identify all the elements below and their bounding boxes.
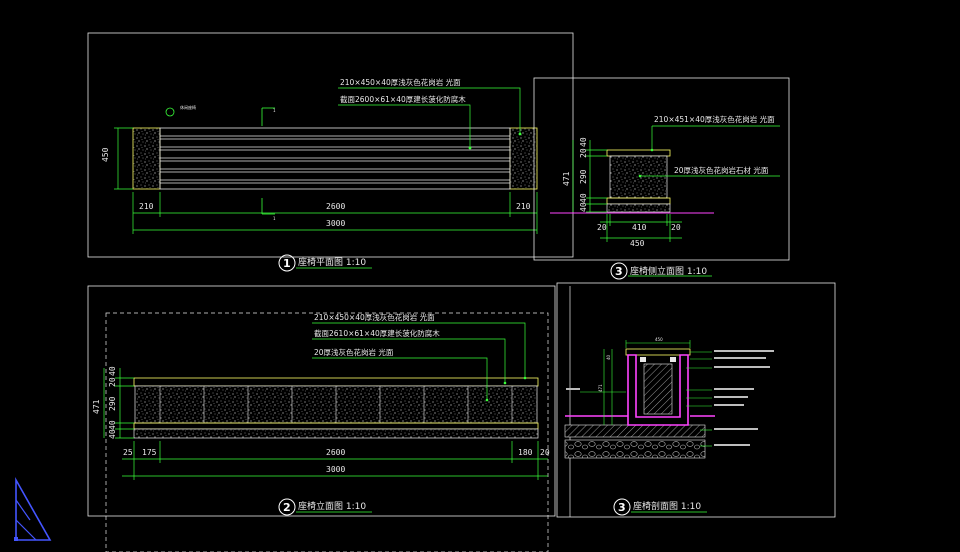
plan-leader-dot-1 xyxy=(518,132,522,136)
side-leaders xyxy=(640,125,780,177)
elev-dim-mid: 2600 xyxy=(326,448,345,457)
elev-joints xyxy=(159,386,513,423)
section-dimension-lines xyxy=(603,340,691,425)
plan-title-number: 1 xyxy=(283,257,291,270)
section-dim-side1: 40 xyxy=(606,354,611,360)
side-view: 210×451×40厚浅灰色花岗岩 光面 20厚浅灰色花岗岩石材 光面 40 2… xyxy=(533,77,790,280)
side-dimension-lines xyxy=(572,140,682,242)
section-dim-side2: 471 xyxy=(598,384,603,392)
elev-dim-d: 40 xyxy=(108,429,117,439)
plan-note-2: 截面2600×61×40厚建长菠化防腐木 xyxy=(340,94,466,104)
elev-dim-c: 40 xyxy=(108,420,117,430)
section-slat-1 xyxy=(640,357,646,362)
elev-dim-top: 40 xyxy=(108,366,117,376)
elev-title: 座椅立面图 1:10 xyxy=(298,500,366,512)
side-dim-d: 40 xyxy=(579,202,588,212)
elev-dimension-lines xyxy=(103,368,548,480)
section-title: 座椅剖面图 1:10 xyxy=(633,500,701,512)
elev-leader-dot-2 xyxy=(503,381,507,385)
side-top-cap xyxy=(606,149,671,157)
plan-leader-dot-2 xyxy=(468,146,472,150)
plan-seat xyxy=(159,127,511,190)
plan-symbol-label: 休闲座椅 xyxy=(180,104,196,110)
section-gravel-bed xyxy=(564,439,706,459)
elev-dim-sum: 3000 xyxy=(326,465,345,474)
plan-dimension-lines xyxy=(114,127,538,234)
side-body xyxy=(609,155,668,199)
plan-title-number-circle xyxy=(278,254,296,272)
section-dim-top: 450 xyxy=(655,337,663,342)
elev-dim-b: 290 xyxy=(108,396,117,411)
side-leader-dot-2 xyxy=(638,174,642,178)
elev-leader-dot-1 xyxy=(523,376,527,380)
section-note-marks xyxy=(566,350,774,446)
side-frame xyxy=(533,77,790,261)
elevation-view: 210×450×40厚浅灰色花岗岩 光面 截面2610×61×40厚建长菠化防腐… xyxy=(87,285,556,552)
plan-section-markers xyxy=(165,107,275,215)
section-top-slab xyxy=(625,348,691,356)
side-title-number: 3 xyxy=(615,265,623,278)
section-title-number: 3 xyxy=(618,501,626,514)
side-title: 座椅侧立面图 1:10 xyxy=(630,265,707,277)
elev-dashed-border xyxy=(105,312,549,552)
side-dim-top: 40 xyxy=(579,137,588,147)
section-view: 450 40 471 3 座椅剖面图 1:10 xyxy=(556,282,836,518)
elev-note-2: 截面2610×61×40厚建长菠化防腐木 xyxy=(314,328,440,338)
plan-marker-bottom: 1 xyxy=(273,216,276,221)
plan-dim-depth: 450 xyxy=(101,147,110,162)
elev-top-slab xyxy=(133,377,539,387)
plan-dim-total: 3000 xyxy=(326,219,345,228)
side-dim-c: 40 xyxy=(579,193,588,203)
plan-left-stone xyxy=(132,127,161,190)
side-dim-bm: 410 xyxy=(632,223,647,232)
elev-note-1: 210×450×40厚浅灰色花岗岩 光面 xyxy=(314,312,435,322)
elev-title-number-circle xyxy=(278,498,296,516)
elev-leaders xyxy=(312,322,526,400)
section-leaders xyxy=(580,351,712,447)
side-dim-b: 290 xyxy=(579,169,588,184)
elev-dim-r2: 20 xyxy=(540,448,550,457)
side-base-2 xyxy=(606,203,671,213)
elev-base-2 xyxy=(133,428,539,439)
plan-title: 座椅平面图 1:10 xyxy=(298,256,366,268)
ucs-icon xyxy=(14,476,52,541)
plan-dim-mid: 2600 xyxy=(326,202,345,211)
elev-leader-dot-3 xyxy=(485,398,489,402)
elev-dim-l1: 25 xyxy=(123,448,133,457)
side-note-2: 20厚浅灰色花岗岩石材 光面 xyxy=(674,165,769,175)
plan-marker-top: 1 xyxy=(273,108,276,113)
elev-base-1 xyxy=(133,422,539,430)
section-brick-shell xyxy=(627,354,689,426)
elev-dim-a: 20 xyxy=(108,377,117,387)
side-dim-bt: 450 xyxy=(630,239,645,248)
side-leader-dot-1 xyxy=(650,148,654,152)
plan-dim-right: 210 xyxy=(516,202,531,211)
plan-right-stone xyxy=(509,127,538,190)
side-dim-br: 20 xyxy=(671,223,681,232)
plan-dim-left: 210 xyxy=(139,202,154,211)
elev-note-3: 20厚浅灰色花岗岩 光面 xyxy=(314,347,394,357)
plan-note-1: 210×450×40厚浅灰色花岗岩 光面 xyxy=(340,77,461,87)
section-title-number-circle xyxy=(613,498,631,516)
elev-dim-l2: 175 xyxy=(142,448,157,457)
elev-dim-total: 471 xyxy=(92,399,101,414)
section-frame xyxy=(556,282,836,518)
section-core xyxy=(643,363,673,415)
side-note-1: 210×451×40厚浅灰色花岗岩 光面 xyxy=(654,114,775,124)
section-concrete-bed xyxy=(564,424,706,438)
side-dim-total: 471 xyxy=(562,171,571,186)
section-slat-2 xyxy=(670,357,676,362)
elev-title-number: 2 xyxy=(283,501,291,514)
side-dim-bl: 20 xyxy=(597,223,607,232)
plan-view: 休闲座椅 1 1 210×450×40厚浅灰色花岗岩 光面 截面2600×61×… xyxy=(87,32,574,272)
side-title-number-circle xyxy=(610,262,628,280)
plan-leaders xyxy=(338,87,521,148)
elev-dim-r1: 180 xyxy=(518,448,533,457)
elev-frame xyxy=(87,285,556,517)
plan-slats xyxy=(160,135,510,184)
side-base-1 xyxy=(606,197,671,205)
side-dim-a: 20 xyxy=(579,148,588,158)
